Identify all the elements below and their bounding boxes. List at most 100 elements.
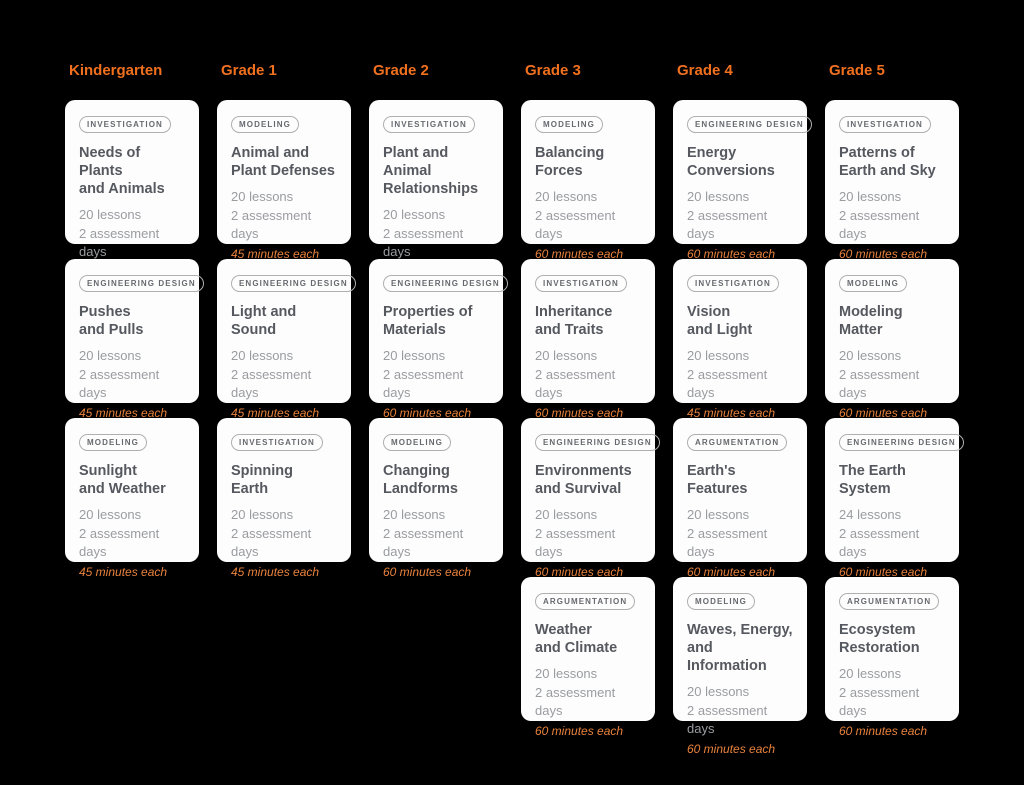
unit-card-animal-and[interactable]: MODELING Animal and Plant Defenses 20 le… — [217, 100, 351, 261]
unit-assessment-days: 2 assessment days — [79, 366, 160, 401]
unit-card-the-earth[interactable]: ENGINEERING DESIGN The Earth System 24 l… — [825, 418, 964, 579]
unit-lessons-count: 20 lessons — [839, 189, 902, 204]
unit-meta: 20 lessons 2 assessment days — [79, 206, 186, 262]
grade-column-header: Grade 4 — [677, 62, 733, 79]
unit-lessons-count: 20 lessons — [231, 189, 294, 204]
unit-meta: 20 lessons 2 assessment days — [839, 665, 946, 721]
unit-assessment-days: 2 assessment days — [535, 525, 616, 560]
unit-assessment-days: 2 assessment days — [687, 525, 768, 560]
unit-type-badge: INVESTIGATION — [231, 434, 323, 451]
grade-column-cards: INVESTIGATION Plant and Animal Relations… — [369, 100, 508, 579]
unit-assessment-days: 2 assessment days — [839, 366, 920, 401]
unit-title: Weather and Climate — [535, 622, 618, 656]
unit-card-plant-and-animal[interactable]: INVESTIGATION Plant and Animal Relations… — [369, 100, 503, 279]
unit-lessons-count: 20 lessons — [231, 507, 294, 522]
unit-type-badge: INVESTIGATION — [535, 275, 627, 292]
unit-title: Waves, Energy, and Information — [687, 622, 793, 674]
unit-assessment-days: 2 assessment days — [687, 207, 768, 242]
unit-assessment-days: 2 assessment days — [383, 366, 464, 401]
unit-title: Modeling Matter — [839, 304, 903, 338]
unit-duration: 60 minutes each — [839, 246, 928, 261]
unit-duration: 60 minutes each — [535, 405, 624, 420]
unit-meta: 20 lessons 2 assessment days — [79, 506, 186, 562]
unit-card-spinning[interactable]: INVESTIGATION Spinning Earth 20 lessons … — [217, 418, 351, 579]
unit-title: Changing Landforms — [383, 463, 458, 497]
unit-assessment-days: 2 assessment days — [79, 525, 160, 560]
unit-lessons-count: 20 lessons — [535, 507, 598, 522]
unit-assessment-days: 2 assessment days — [231, 525, 312, 560]
unit-duration: 45 minutes each — [79, 405, 168, 420]
unit-assessment-days: 2 assessment days — [535, 684, 616, 719]
unit-title: Needs of Plants and Animals — [79, 145, 165, 197]
unit-lessons-count: 20 lessons — [687, 684, 750, 699]
grade-column-grade-4: Grade 4 ENGINEERING DESIGN Energy Conver… — [673, 62, 812, 756]
unit-assessment-days: 2 assessment days — [79, 225, 160, 260]
unit-card-properties-of[interactable]: ENGINEERING DESIGN Properties of Materia… — [369, 259, 508, 420]
unit-card-energy[interactable]: ENGINEERING DESIGN Energy Conversions 20… — [673, 100, 812, 261]
grade-column-grade-3: Grade 3 MODELING Balancing Forces 20 les… — [521, 62, 660, 738]
unit-title: Pushes and Pulls — [79, 304, 144, 338]
unit-card-waves-energy[interactable]: MODELING Waves, Energy, and Information … — [673, 577, 807, 756]
unit-duration: 60 minutes each — [839, 564, 928, 579]
unit-card-weather[interactable]: ARGUMENTATION Weather and Climate 20 les… — [521, 577, 655, 738]
unit-title: Ecosystem Restoration — [839, 622, 920, 656]
unit-title: Sunlight and Weather — [79, 463, 166, 497]
unit-duration: 60 minutes each — [535, 564, 624, 579]
unit-card-needs-of-plants[interactable]: INVESTIGATION Needs of Plants and Animal… — [65, 100, 199, 279]
unit-duration: 60 minutes each — [383, 564, 472, 579]
unit-type-badge: ARGUMENTATION — [687, 434, 788, 451]
unit-card-pushes[interactable]: ENGINEERING DESIGN Pushes and Pulls 20 l… — [65, 259, 204, 420]
unit-card-patterns-of[interactable]: INVESTIGATION Patterns of Earth and Sky … — [825, 100, 959, 261]
grade-column-cards: MODELING Animal and Plant Defenses 20 le… — [217, 100, 356, 579]
unit-meta: 24 lessons 2 assessment days — [839, 506, 946, 562]
unit-duration: 60 minutes each — [383, 405, 472, 420]
unit-meta: 20 lessons 2 assessment days — [687, 506, 794, 562]
unit-lessons-count: 20 lessons — [687, 189, 750, 204]
unit-type-badge: ENGINEERING DESIGN — [839, 434, 964, 451]
unit-card-vision[interactable]: INVESTIGATION Vision and Light 20 lesson… — [673, 259, 807, 420]
unit-type-badge: MODELING — [231, 116, 299, 133]
unit-duration: 60 minutes each — [687, 741, 776, 756]
unit-title: Patterns of Earth and Sky — [839, 145, 936, 179]
unit-card-earth-s[interactable]: ARGUMENTATION Earth's Features 20 lesson… — [673, 418, 807, 579]
unit-lessons-count: 20 lessons — [687, 348, 750, 363]
unit-meta: 20 lessons 2 assessment days — [687, 347, 794, 403]
grade-column-header: Grade 1 — [221, 62, 277, 79]
unit-assessment-days: 2 assessment days — [231, 207, 312, 242]
grade-column-header: Grade 2 — [373, 62, 429, 79]
unit-card-sunlight[interactable]: MODELING Sunlight and Weather 20 lessons… — [65, 418, 199, 579]
unit-lessons-count: 20 lessons — [231, 348, 294, 363]
unit-type-badge: MODELING — [79, 434, 147, 451]
unit-meta: 20 lessons 2 assessment days — [535, 188, 642, 244]
unit-meta: 20 lessons 2 assessment days — [231, 347, 338, 403]
unit-title: Properties of Materials — [383, 304, 473, 338]
unit-meta: 20 lessons 2 assessment days — [535, 665, 642, 721]
unit-lessons-count: 20 lessons — [383, 507, 446, 522]
unit-title: Earth's Features — [687, 463, 748, 497]
unit-duration: 45 minutes each — [231, 405, 320, 420]
unit-card-light-and[interactable]: ENGINEERING DESIGN Light and Sound 20 le… — [217, 259, 356, 420]
unit-assessment-days: 2 assessment days — [687, 366, 768, 401]
unit-card-balancing[interactable]: MODELING Balancing Forces 20 lessons 2 a… — [521, 100, 655, 261]
grade-column-grade-1: Grade 1 MODELING Animal and Plant Defens… — [217, 62, 356, 721]
unit-duration: 45 minutes each — [687, 405, 776, 420]
unit-duration: 60 minutes each — [687, 564, 776, 579]
grade-column-cards: INVESTIGATION Needs of Plants and Animal… — [65, 100, 204, 579]
unit-lessons-count: 20 lessons — [79, 348, 142, 363]
unit-type-badge: INVESTIGATION — [687, 275, 779, 292]
unit-card-environments[interactable]: ENGINEERING DESIGN Environments and Surv… — [521, 418, 660, 579]
unit-card-inheritance[interactable]: INVESTIGATION Inheritance and Traits 20 … — [521, 259, 655, 420]
unit-card-ecosystem[interactable]: ARGUMENTATION Ecosystem Restoration 20 l… — [825, 577, 959, 738]
unit-type-badge: ARGUMENTATION — [839, 593, 940, 610]
unit-type-badge: ENGINEERING DESIGN — [231, 275, 356, 292]
unit-assessment-days: 2 assessment days — [839, 525, 920, 560]
curriculum-board: Kindergarten INVESTIGATION Needs of Plan… — [65, 62, 964, 756]
unit-card-modeling[interactable]: MODELING Modeling Matter 20 lessons 2 as… — [825, 259, 959, 420]
grade-column-cards: ENGINEERING DESIGN Energy Conversions 20… — [673, 100, 812, 756]
unit-title: Plant and Animal Relationships — [383, 145, 479, 197]
unit-meta: 20 lessons 2 assessment days — [383, 206, 490, 262]
unit-card-changing[interactable]: MODELING Changing Landforms 20 lessons 2… — [369, 418, 503, 579]
grade-column-kindergarten: Kindergarten INVESTIGATION Needs of Plan… — [65, 62, 204, 721]
unit-lessons-count: 20 lessons — [535, 666, 598, 681]
unit-meta: 20 lessons 2 assessment days — [535, 506, 642, 562]
